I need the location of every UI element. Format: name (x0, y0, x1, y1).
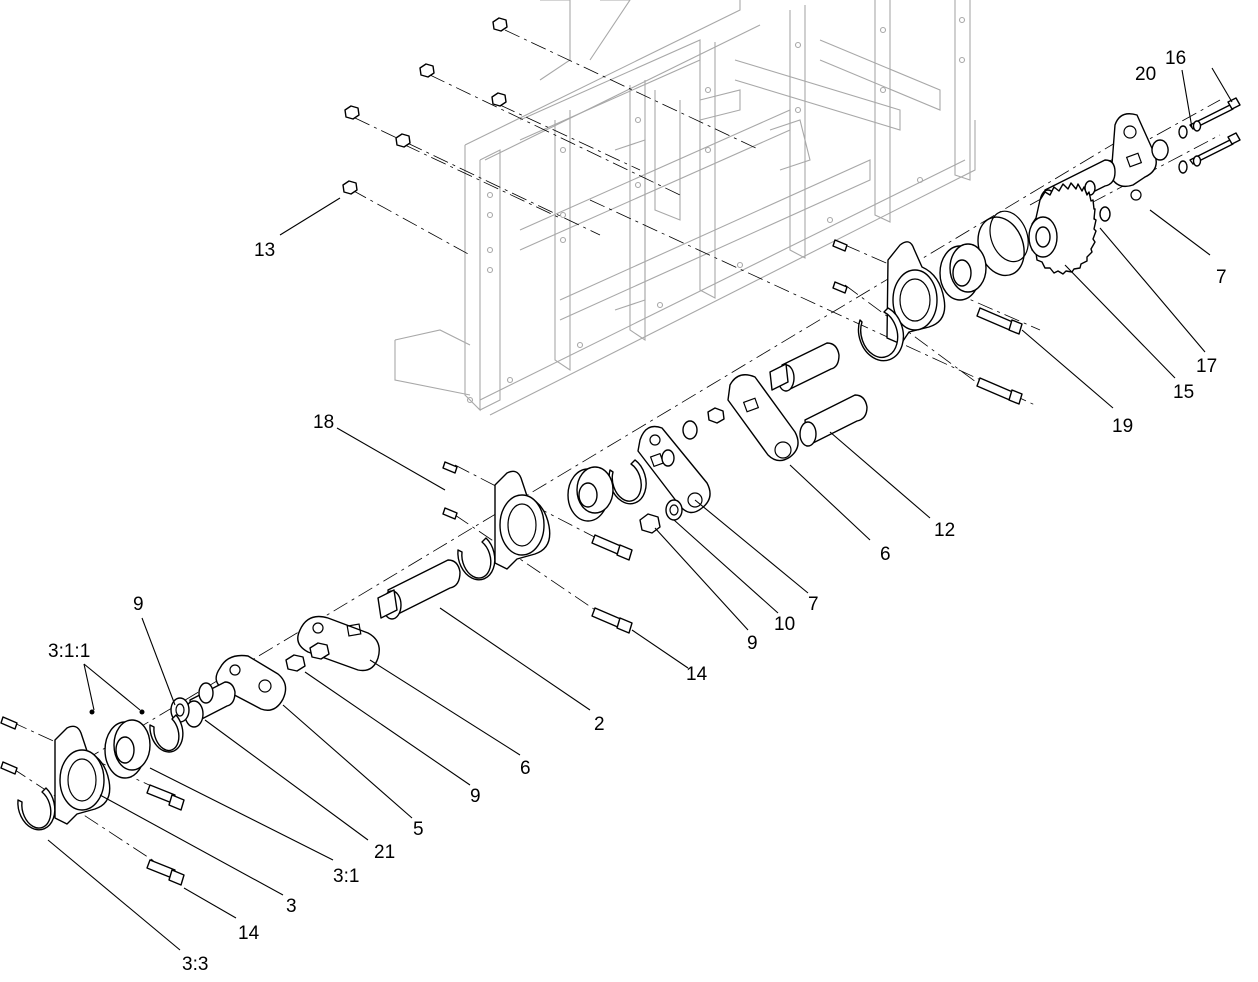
middle-shaft-assembly (285, 342, 868, 672)
label-3-1-1: 3:1:1 (48, 641, 90, 662)
label-10: 10 (774, 614, 795, 635)
label-6-lower: 6 (520, 758, 531, 779)
label-9-left: 9 (133, 594, 144, 615)
label-2: 2 (594, 714, 605, 735)
label-9-lower: 9 (470, 786, 481, 807)
label-3-3: 3:3 (182, 954, 208, 975)
label-15: 15 (1173, 382, 1194, 403)
leader-lines (47, 67, 1233, 951)
label-18: 18 (313, 412, 334, 433)
label-19: 19 (1112, 416, 1133, 437)
upper-bearing-bracket (832, 210, 1029, 405)
label-7-upper: 7 (1216, 267, 1227, 288)
label-16: 16 (1165, 48, 1186, 69)
label-20: 20 (1135, 64, 1156, 85)
label-5: 5 (413, 819, 424, 840)
label-3: 3 (286, 896, 297, 917)
machine-frame (394, 0, 976, 416)
lower-left-assembly (0, 654, 287, 886)
label-9-middle: 9 (747, 633, 758, 654)
frame-nuts (342, 17, 508, 195)
callout-labels: 13 16 20 7 17 15 19 12 18 6 7 10 9 14 2 … (48, 48, 1227, 975)
label-3-1: 3:1 (333, 866, 359, 887)
label-17: 17 (1196, 356, 1217, 377)
label-6-upper: 6 (880, 544, 891, 565)
label-14-lower: 14 (238, 923, 260, 944)
sprocket (1028, 182, 1097, 275)
label-13: 13 (254, 240, 275, 261)
label-7-middle: 7 (808, 594, 819, 615)
axis-lines (11, 29, 1221, 866)
label-12: 12 (934, 520, 955, 541)
label-14-middle: 14 (686, 664, 708, 685)
label-21: 21 (374, 842, 395, 863)
